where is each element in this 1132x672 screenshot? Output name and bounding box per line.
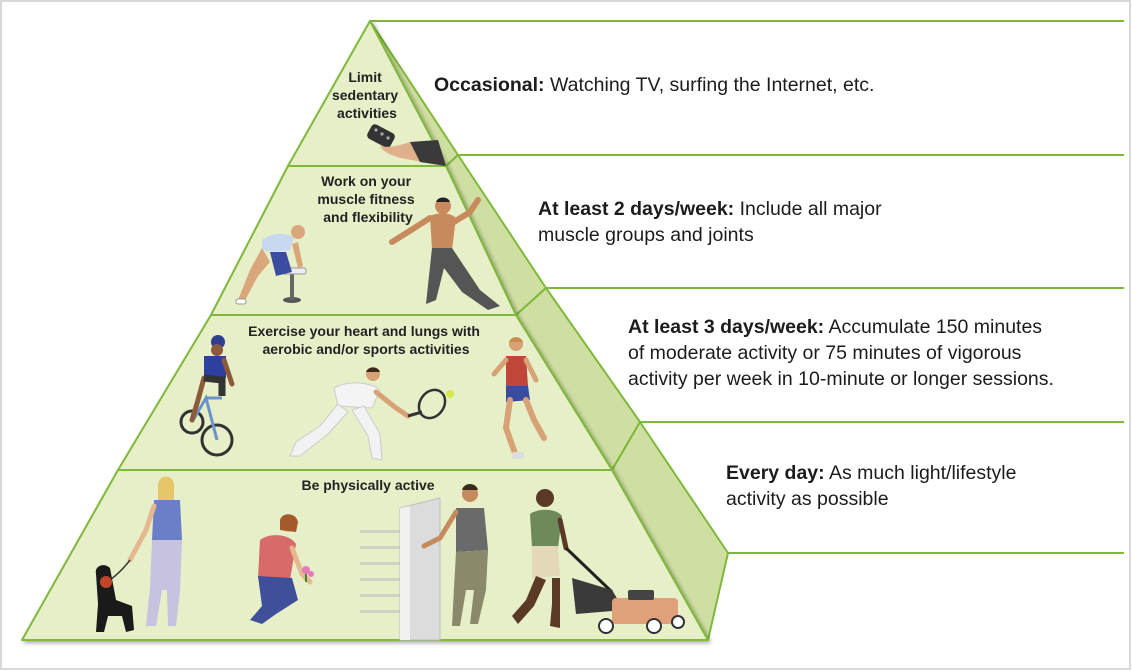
man-mowing-lawn-icon [512,489,685,634]
tier-base-label: Be physically active [301,477,434,493]
tier-second-label-line: muscle fitness [317,191,414,207]
band-lines [370,20,1124,554]
tier-base-frequency: Every day: [726,462,825,484]
tier-top-label-line: Limit [348,69,382,85]
person-opening-door-icon [360,484,488,641]
tier-second-description: At least 2 days/week: Include all major … [538,196,882,248]
tier-top-description: Occasional: Watching TV, surfing the Int… [434,72,874,98]
tier-third-description-line: Accumulate 150 minutes [828,316,1043,338]
tier-third-description-line: activity per week in 10-minute or longer… [628,368,1054,390]
tier-third-frequency: At least 3 days/week: [628,316,825,338]
tier-top-description-text: Watching TV, surfing the Internet, etc. [549,74,875,96]
cyclist-icon [179,335,235,457]
tier-second-label: Work on your muscle fitness and flexibil… [317,173,418,225]
woman-planting-flower-icon [250,514,314,624]
woman-walking-dog-icon [95,476,182,632]
tennis-player-icon [289,367,454,461]
tier-third-label-line: aerobic and/or sports activities [263,341,470,357]
tier-third-description-line: of moderate activity or 75 minutes of vi… [628,342,1022,364]
tier-third-label: Exercise your heart and lungs with aerob… [248,323,484,357]
tier-third-description: At least 3 days/week: Accumulate 150 min… [628,314,1054,392]
stretching-man-icon [389,197,500,310]
tier-second-label-line: Work on your [321,173,412,189]
tier-top-label-line: activities [337,105,397,121]
tier-top-frequency: Occasional: [434,74,545,96]
tier-base-description-line: As much light/lifestyle [829,462,1017,484]
tier-third-label-line: Exercise your heart and lungs with [248,323,480,339]
tier-second-description-line: muscle groups and joints [538,224,754,246]
tier-top-label-line: sedentary [332,87,398,103]
tier-base-description: Every day: As much light/lifestyle activ… [726,460,1017,512]
runner-icon [491,337,547,459]
kneeling-woman-stretching-icon [235,225,307,305]
tier-base-label-line: Be physically active [301,477,434,493]
tier-second-description-line: Include all major [739,198,882,220]
tier-second-label-line: and flexibility [323,209,413,225]
tier-second-frequency: At least 2 days/week: [538,198,735,220]
tier-top-label: Limit sedentary activities [332,69,402,121]
tier-base-description-line: activity as possible [726,488,889,510]
remote-control-hand-icon [367,124,446,166]
